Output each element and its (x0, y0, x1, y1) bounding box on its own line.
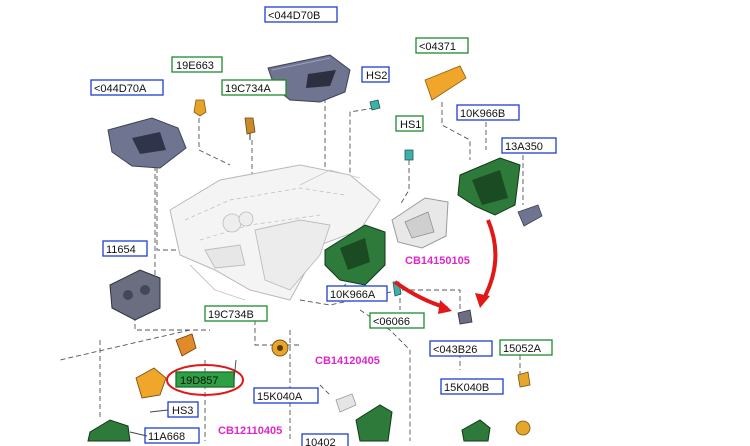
label-11654[interactable]: 11654 (102, 240, 148, 257)
label-15052A[interactable]: 15052A (499, 339, 553, 356)
label-15K040B[interactable]: 15K040B (440, 378, 504, 395)
label-11A668[interactable]: 11A668 (144, 427, 200, 444)
label-04371[interactable]: <04371 (415, 37, 469, 54)
svg-text:13A350: 13A350 (505, 141, 543, 153)
svg-text:<044D70A: <044D70A (94, 83, 147, 95)
label-044D70A[interactable]: <044D70A (90, 79, 164, 96)
label-13A350[interactable]: 13A350 (501, 137, 557, 154)
part-043b26 (457, 309, 473, 325)
label-19D857[interactable]: 19D857 (175, 371, 235, 388)
svg-text:HS2: HS2 (366, 70, 387, 82)
svg-text:<044D70B: <044D70B (268, 10, 320, 22)
part-19c734a (244, 117, 256, 140)
label-19E663[interactable]: 19E663 (171, 56, 223, 73)
svg-text:19C734A: 19C734A (225, 83, 272, 95)
svg-text:15K040B: 15K040B (444, 382, 489, 394)
part-15052a (515, 371, 531, 436)
part-cb14120405 (335, 393, 357, 413)
label-19C734B[interactable]: 19C734B (204, 305, 268, 322)
svg-text:<04371: <04371 (419, 41, 456, 53)
ref-cb14120405: CB14120405 (315, 355, 380, 367)
connector-ticks (129, 359, 237, 437)
label-06066[interactable]: <06066 (369, 312, 425, 329)
part-hs1 (404, 149, 414, 161)
svg-text:11A668: 11A668 (148, 431, 185, 443)
svg-text:10402: 10402 (305, 437, 336, 446)
ref-cb14150105: CB14150105 (405, 255, 470, 267)
svg-text:HS3: HS3 (172, 405, 193, 417)
svg-text:HS1: HS1 (400, 119, 421, 131)
part-10402 (355, 404, 393, 442)
svg-text:11654: 11654 (106, 244, 136, 256)
part-15k040a (271, 339, 289, 357)
svg-text:15K040A: 15K040A (257, 391, 303, 403)
leader-lines (59, 98, 524, 441)
label-10K966B[interactable]: 10K966B (456, 104, 520, 121)
part-19d857 (135, 367, 167, 399)
part-11a668 (87, 419, 131, 442)
part-19e663 (193, 99, 207, 117)
label-15K040A[interactable]: 15K040A (253, 387, 319, 404)
svg-text:19C734B: 19C734B (208, 309, 254, 321)
label-HS2[interactable]: HS2 (361, 66, 390, 83)
instrument-panel-illustration (169, 164, 381, 301)
ref-cb12110405: CB12110405 (218, 425, 282, 437)
module-11654 (109, 269, 161, 321)
label-19C734A[interactable]: 19C734A (221, 79, 287, 96)
svg-text:<06066: <06066 (373, 316, 410, 328)
svg-text:15052A: 15052A (503, 343, 542, 355)
bezel-10k966a (324, 224, 386, 286)
part-hs2 (369, 99, 381, 111)
svg-text:<043B26: <043B26 (433, 344, 477, 356)
red-callout-arrows (393, 219, 498, 314)
label-10402[interactable]: 10402 (301, 433, 349, 446)
highlight-ellipse (166, 364, 244, 396)
svg-text:19D857: 19D857 (180, 375, 219, 387)
svg-text:10K966B: 10K966B (460, 108, 505, 120)
radio-bezel-cb14150105 (391, 197, 449, 249)
bezel-10k966b (457, 157, 521, 216)
svg-text:19E663: 19E663 (176, 60, 214, 72)
svg-text:10K966A: 10K966A (330, 289, 376, 301)
trim-panel-044d70a (107, 117, 187, 169)
switch-19c734b (175, 333, 197, 357)
label-10K966A[interactable]: 10K966A (326, 285, 388, 302)
label-HS1[interactable]: HS1 (395, 115, 424, 132)
label-HS3[interactable]: HS3 (167, 401, 199, 418)
label-044D70B[interactable]: <044D70B (264, 6, 338, 23)
part-15k040b (461, 419, 491, 442)
part-04371 (424, 65, 467, 101)
part-13a350 (517, 204, 543, 227)
label-043B26[interactable]: <043B26 (429, 340, 493, 357)
